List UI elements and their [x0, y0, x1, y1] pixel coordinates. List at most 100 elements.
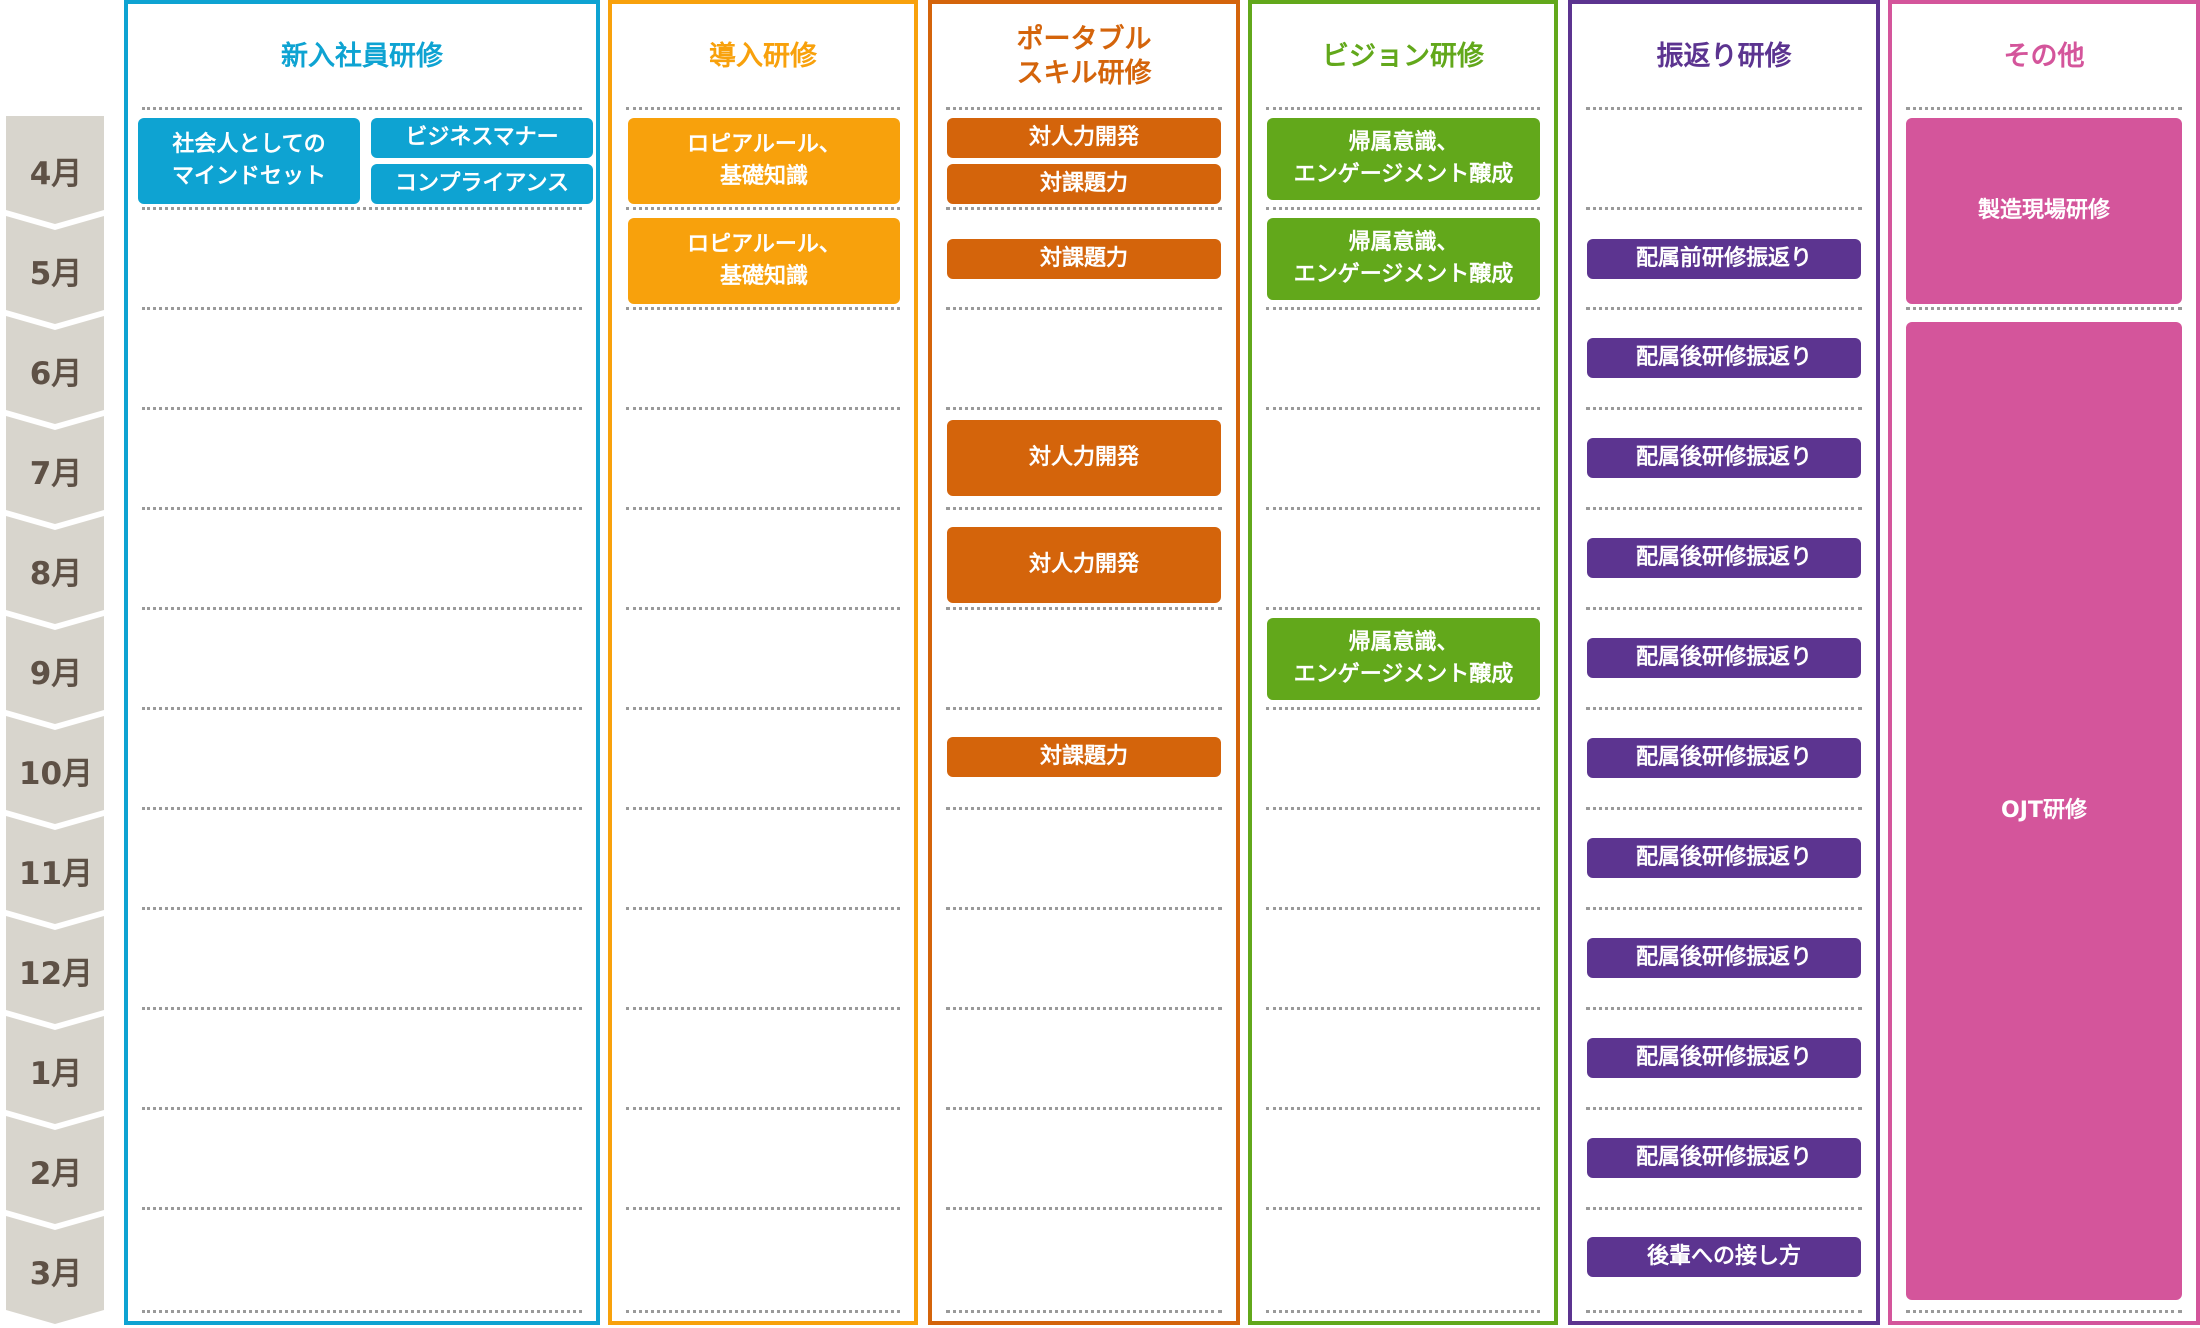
row-divider: [1586, 507, 1862, 510]
row-divider: [1266, 107, 1540, 110]
month-arrow-7: [6, 716, 104, 824]
training-block-portable: 対人力開発: [947, 118, 1221, 158]
row-divider: [946, 1310, 1222, 1313]
row-divider: [1586, 1207, 1862, 1210]
row-divider: [1906, 307, 2182, 310]
training-block-furikaeri: 配属後研修振返り: [1587, 938, 1861, 978]
row-divider: [1266, 207, 1540, 210]
row-divider: [142, 507, 582, 510]
row-divider: [946, 407, 1222, 410]
row-divider: [142, 207, 582, 210]
month-label: 2月: [29, 1156, 83, 1192]
month-arrow-8: [6, 816, 104, 924]
training-block-vision: 帰属意識、 エンゲージメント醸成: [1267, 618, 1540, 700]
training-block-donyu: ロピアルール、 基礎知識: [628, 218, 900, 304]
training-block-shinnyu: 社会人としての マインドセット: [138, 118, 360, 204]
row-divider: [946, 307, 1222, 310]
month-arrow-11: [6, 1116, 104, 1224]
row-divider: [1266, 507, 1540, 510]
row-divider: [1266, 307, 1540, 310]
month-label: 4月: [29, 156, 83, 192]
training-block-furikaeri: 配属後研修振返り: [1587, 1138, 1861, 1178]
row-divider: [626, 1310, 900, 1313]
month-label: 9月: [29, 656, 83, 692]
training-block-furikaeri: 配属後研修振返り: [1587, 438, 1861, 478]
column-title: ポータブル スキル研修: [1016, 24, 1152, 89]
month-arrow-3: [6, 316, 104, 424]
row-divider: [946, 607, 1222, 610]
training-block-furikaeri: 配属前研修振返り: [1587, 239, 1861, 279]
column-title: 振返り研修: [1656, 41, 1792, 73]
row-divider: [1586, 207, 1862, 210]
row-divider: [142, 1107, 582, 1110]
row-divider: [626, 507, 900, 510]
training-block-donyu: ロピアルール、 基礎知識: [628, 118, 900, 204]
training-block-portable: 対課題力: [947, 737, 1221, 777]
row-divider: [946, 1107, 1222, 1110]
row-divider: [946, 1007, 1222, 1010]
row-divider: [142, 707, 582, 710]
row-divider: [1586, 1007, 1862, 1010]
row-divider: [626, 907, 900, 910]
training-block-vision: 帰属意識、 エンゲージメント醸成: [1267, 218, 1540, 300]
month-label: 11月: [18, 856, 94, 892]
row-divider: [1266, 607, 1540, 610]
column-vision: ビジョン研修: [1248, 0, 1558, 1325]
row-divider: [626, 707, 900, 710]
row-divider: [1586, 907, 1862, 910]
row-divider: [946, 207, 1222, 210]
training-block-furikaeri: 配属後研修振返り: [1587, 538, 1861, 578]
row-divider: [626, 1107, 900, 1110]
training-block-vision: 帰属意識、 エンゲージメント醸成: [1267, 118, 1540, 200]
column-furikaeri: 振返り研修: [1568, 0, 1880, 1325]
row-divider: [1266, 807, 1540, 810]
month-arrows: [6, 116, 104, 1324]
training-block-portable: 対課題力: [947, 164, 1221, 204]
month-label: 3月: [29, 1256, 83, 1292]
row-divider: [1586, 1107, 1862, 1110]
training-block-furikaeri: 配属後研修振返り: [1587, 1038, 1861, 1078]
row-divider: [142, 907, 582, 910]
row-divider: [1266, 1007, 1540, 1010]
month-arrow-4: [6, 416, 104, 524]
training-block-furikaeri: 後輩への接し方: [1587, 1237, 1861, 1277]
month-arrow-12: [6, 1216, 104, 1324]
row-divider: [142, 1207, 582, 1210]
row-divider: [1586, 607, 1862, 610]
row-divider: [626, 307, 900, 310]
row-divider: [1906, 1310, 2182, 1313]
training-block-other: 製造現場研修: [1906, 118, 2182, 304]
row-divider: [946, 707, 1222, 710]
row-divider: [626, 607, 900, 610]
row-divider: [1266, 407, 1540, 410]
row-divider: [142, 807, 582, 810]
month-label: 8月: [29, 556, 83, 592]
month-label: 7月: [29, 456, 83, 492]
row-divider: [1266, 707, 1540, 710]
row-divider: [142, 1310, 582, 1313]
row-divider: [946, 807, 1222, 810]
row-divider: [626, 807, 900, 810]
row-divider: [142, 307, 582, 310]
row-divider: [142, 107, 582, 110]
row-divider: [1266, 907, 1540, 910]
column-title: ビジョン研修: [1322, 41, 1484, 73]
training-block-portable: 対課題力: [947, 239, 1221, 279]
row-divider: [1586, 407, 1862, 410]
column-title: 新入社員研修: [281, 41, 443, 73]
month-label: 6月: [29, 356, 83, 392]
training-block-other: OJT研修: [1906, 322, 2182, 1300]
column-title: その他: [2003, 41, 2085, 73]
row-divider: [946, 507, 1222, 510]
row-divider: [626, 1207, 900, 1210]
row-divider: [1586, 807, 1862, 810]
training-block-furikaeri: 配属後研修振返り: [1587, 838, 1861, 878]
column-shinnyu: 新入社員研修: [124, 0, 600, 1325]
row-divider: [142, 407, 582, 410]
row-divider: [1266, 1107, 1540, 1110]
month-label: 1月: [29, 1056, 83, 1092]
training-block-portable: 対人力開発: [947, 527, 1221, 603]
row-divider: [946, 107, 1222, 110]
row-divider: [1586, 1310, 1862, 1313]
